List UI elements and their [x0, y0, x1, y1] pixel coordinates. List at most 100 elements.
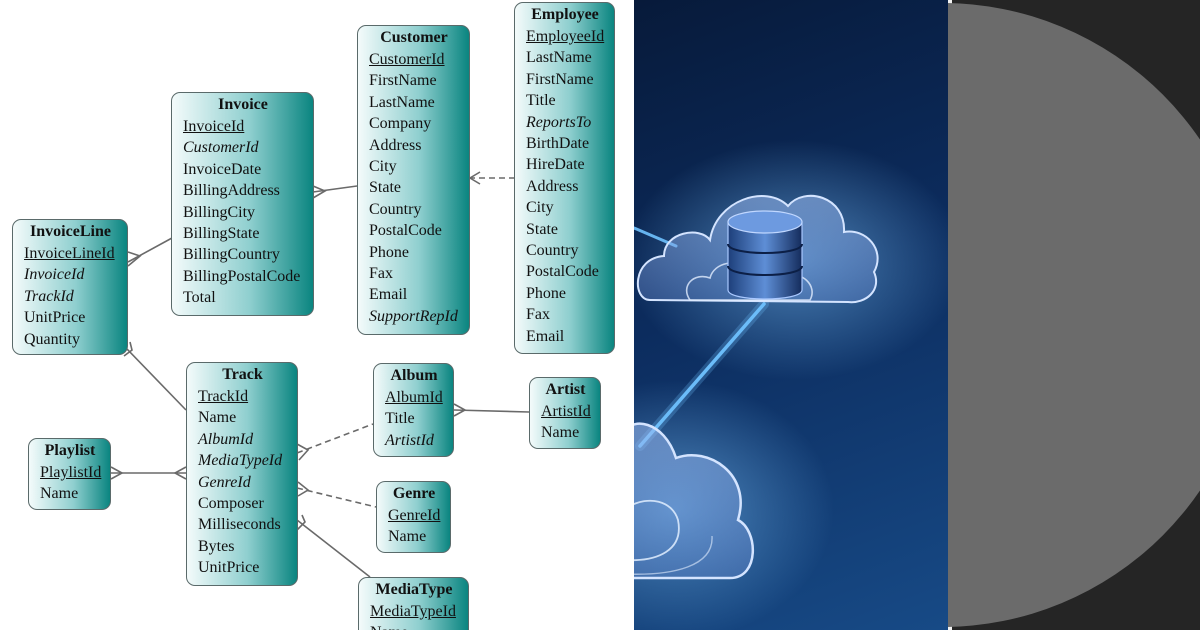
foreign-key-field: ReportsTo [526, 113, 592, 131]
entity-field: Name [541, 424, 580, 442]
entity-field: Country [369, 200, 422, 218]
entity-title: Track [222, 366, 263, 383]
entity-field: FirstName [369, 72, 437, 90]
entity-field: State [369, 179, 401, 197]
entity-field: Composer [198, 495, 264, 513]
entity-title: Genre [392, 485, 436, 502]
foreign-key-field: SupportRepId [369, 307, 458, 325]
crowfoot-icon [468, 171, 481, 185]
rel-invoiceline-track [125, 347, 187, 411]
crowfoot-icon [312, 185, 327, 199]
entity-field: BillingState [183, 225, 260, 243]
foreign-key-field: GenreId [198, 473, 251, 491]
crowfoot-icon [123, 341, 133, 357]
primary-key-field: GenreId [388, 507, 441, 524]
crowfoot-icon [110, 466, 124, 480]
entity-field: BillingCity [183, 203, 256, 221]
entity-field: Address [526, 177, 579, 195]
dark-side-panel [948, 0, 1200, 630]
foreign-key-field: InvoiceId [24, 266, 85, 284]
cloud-database-illustration [634, 0, 948, 630]
entity-field: Email [369, 286, 408, 304]
entity-field: LastName [526, 49, 592, 67]
rel-invoiceline-invoice [127, 237, 173, 263]
entity-field: InvoiceDate [183, 160, 262, 178]
entity-field: Name [198, 409, 237, 427]
cloud-icon [634, 422, 755, 580]
crowfoot-icon [173, 466, 187, 480]
rel-track-album [296, 423, 374, 454]
rel-track-genre [296, 487, 377, 508]
primary-key-field: ArtistId [541, 403, 591, 420]
grey-disc-graphic [948, 3, 1200, 627]
primary-key-field: CustomerId [369, 51, 445, 68]
entity-field: Name [370, 622, 458, 630]
entity-field: Country [526, 242, 579, 260]
entity-field: Milliseconds [198, 516, 281, 534]
primary-key-field: EmployeeId [526, 28, 605, 45]
cloud-scene [634, 140, 948, 630]
entity-field: Company [369, 115, 432, 133]
primary-key-field: MediaTypeId [370, 603, 456, 620]
entity-title: Invoice [218, 96, 268, 113]
crowfoot-icon [453, 403, 467, 417]
entity-field: BillingPostalCode [183, 267, 301, 285]
crowfoot-icon [127, 251, 142, 267]
rel-track-mediatype [296, 519, 371, 578]
relationship-lines [110, 171, 530, 578]
crowfoot-icon [296, 443, 310, 461]
entity-field: Fax [369, 265, 393, 283]
entity-mediatype: MediaTypeMediaTypeIdName [358, 577, 469, 630]
entity-title: Customer [380, 29, 448, 46]
primary-key-field: InvoiceId [183, 118, 245, 135]
database-icon [727, 210, 803, 300]
entity-field: LastName [369, 93, 435, 111]
entity-field: Title [526, 92, 556, 110]
rel-album-artist [453, 409, 530, 413]
entity-field: Quantity [24, 330, 80, 348]
primary-key-field: InvoiceLineId [24, 245, 115, 262]
entity-field: PostalCode [369, 222, 442, 240]
entity-field: Email [526, 327, 565, 345]
rel-invoice-customer [312, 185, 358, 193]
entity-field: Name [40, 485, 79, 503]
entity-field: Address [369, 136, 422, 154]
entity-field: Bytes [198, 537, 235, 555]
entity-field: City [526, 199, 554, 217]
entity-field: BirthDate [526, 135, 590, 153]
foreign-key-field: AlbumId [198, 430, 254, 448]
entity-field: Phone [526, 284, 566, 302]
entity-field: Fax [526, 306, 550, 324]
primary-key-field: AlbumId [385, 389, 443, 406]
entity-field: BillingCountry [183, 246, 280, 264]
entity-field: PostalCode [526, 263, 599, 281]
crowfoot-icon [297, 481, 310, 497]
entity-field: Title [385, 410, 415, 428]
entity-title: Playlist [44, 442, 96, 459]
entity-field: City [369, 158, 397, 176]
entity-field: Phone [369, 243, 409, 261]
foreign-key-field: MediaTypeId [198, 452, 283, 470]
foreign-key-field: ArtistId [385, 431, 434, 449]
primary-key-field: TrackId [198, 388, 249, 405]
entity-field: UnitPrice [24, 309, 86, 327]
entity-field: State [526, 220, 558, 238]
primary-key-field: PlaylistId [40, 464, 102, 481]
entity-title: Album [390, 367, 438, 384]
foreign-key-field: TrackId [24, 287, 74, 305]
crowfoot-icon [296, 514, 306, 531]
entity-field: Total [183, 289, 216, 307]
entity-title: Employee [531, 6, 599, 23]
foreign-key-field: CustomerId [183, 139, 259, 157]
entity-title: InvoiceLine [30, 223, 111, 240]
entity-title: MediaType [375, 581, 453, 598]
entity-field: BillingAddress [183, 182, 280, 200]
entity-field: Name [388, 528, 427, 546]
